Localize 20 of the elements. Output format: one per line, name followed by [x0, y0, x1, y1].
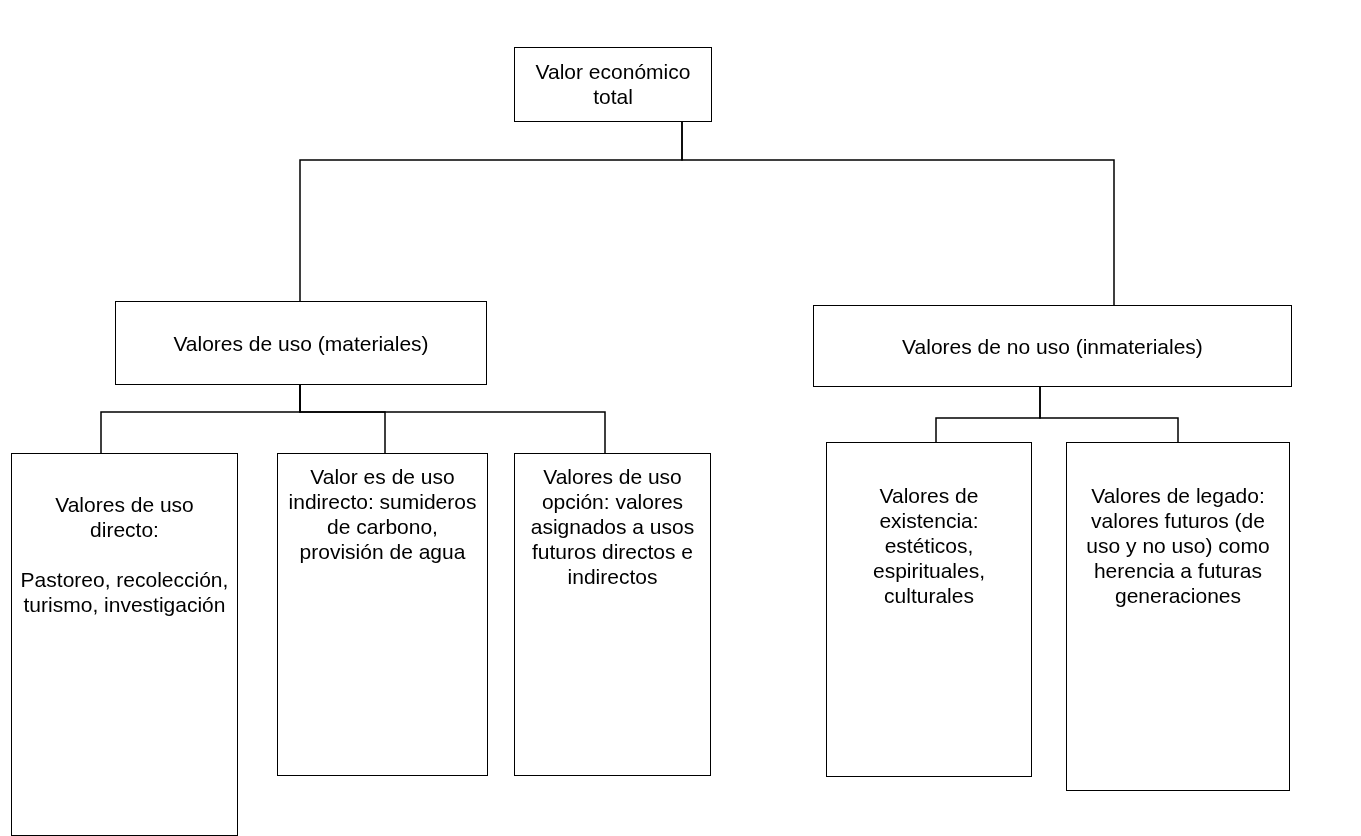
category-box — [826, 442, 1032, 777]
category-box — [115, 301, 487, 385]
node-text: Valores de uso directo: — [54, 492, 195, 542]
category-box — [514, 453, 711, 776]
root-box — [514, 47, 712, 122]
node-text: Valores de uso opción: valores asignados a usos futuros directos e indirectos — [529, 464, 696, 589]
node-text: Valor es de uso indirecto: sumideros de carbono, provisión de agua — [287, 464, 478, 564]
node-text: Valores de uso (materiales) — [173, 330, 429, 356]
connector-line — [681, 121, 1115, 306]
node-text: Valor económico total — [534, 59, 692, 109]
node-text: Valores de legado: valores futuros (de uso y no uso) como herencia a futuras generaciones — [1085, 483, 1271, 608]
category-box — [277, 453, 488, 776]
node-text: Valores de existencia: estéticos, espirituales, culturales — [871, 483, 987, 608]
category-box — [813, 305, 1292, 387]
category-box — [1066, 442, 1290, 791]
category-box — [11, 453, 238, 836]
node-text: Valores de no uso (inmateriales) — [902, 333, 1203, 359]
connector-line — [299, 384, 606, 454]
node-text: Pastoreo, recolección, turismo, investigación — [19, 567, 230, 617]
connector-line — [1039, 386, 1179, 443]
